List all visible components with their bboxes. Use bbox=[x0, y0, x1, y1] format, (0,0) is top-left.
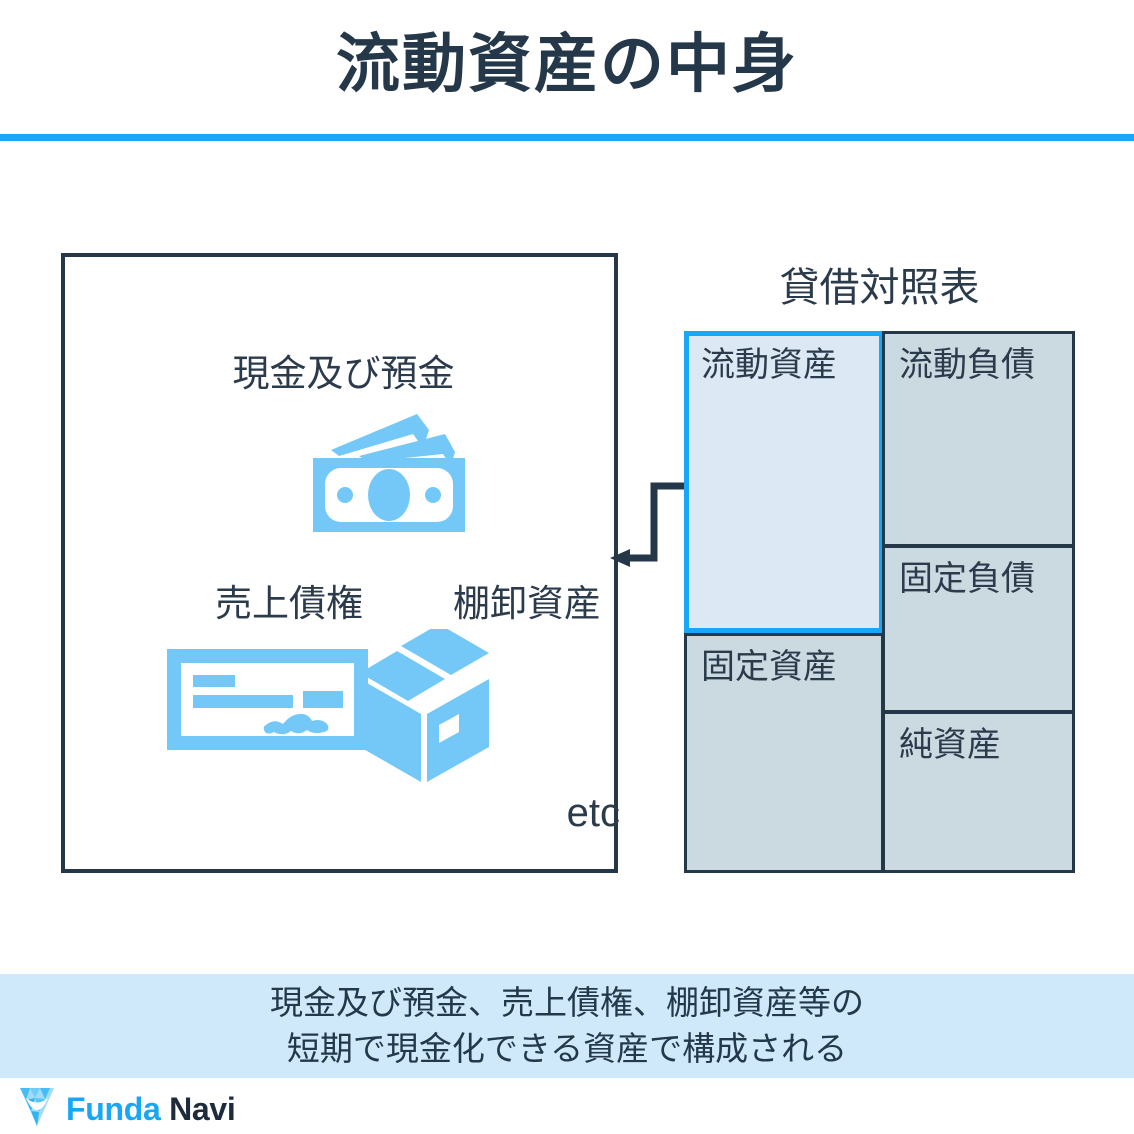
footer-line-2: 短期で現金化できる資産で構成される bbox=[286, 1030, 848, 1067]
brand-name-secondary: Navi bbox=[160, 1090, 236, 1127]
check-icon bbox=[165, 647, 370, 757]
package-box-icon bbox=[355, 624, 495, 794]
funda-diamond-icon bbox=[18, 1084, 56, 1133]
bs-cell-fixed-liabilities: 固定負債 bbox=[882, 545, 1075, 713]
current-assets-content-box: 現金及び預金 売上債権 棚卸資産 bbox=[61, 253, 620, 873]
brand-logo-text: Funda Navi bbox=[66, 1093, 236, 1125]
banknote-icon bbox=[305, 412, 485, 547]
balance-sheet-diagram: 流動資産 固定資産 流動負債 固定負債 純資産 bbox=[684, 331, 1075, 873]
left-arrow-icon bbox=[608, 470, 704, 580]
title-divider-rule bbox=[0, 134, 1134, 141]
item-label-inventory: 棚卸資産 bbox=[453, 583, 601, 624]
item-label-cash-and-deposits: 現金及び預金 bbox=[232, 353, 455, 394]
brand-name-primary: Funda bbox=[66, 1090, 161, 1127]
bs-cell-current-liabilities: 流動負債 bbox=[882, 331, 1075, 547]
etc-label: etc bbox=[566, 791, 620, 835]
balance-sheet-title: 貸借対照表 bbox=[779, 266, 980, 310]
footer-summary-band: 現金及び預金、売上債権、棚卸資産等の 短期で現金化できる資産で構成される bbox=[0, 974, 1134, 1078]
bs-cell-fixed-assets: 固定資産 bbox=[684, 633, 884, 873]
bs-cell-current-assets: 流動資産 bbox=[684, 331, 884, 633]
brand-logo: Funda Navi bbox=[18, 1084, 236, 1133]
bs-cell-net-assets: 純資産 bbox=[882, 711, 1075, 873]
item-label-accounts-receivable: 売上債権 bbox=[215, 583, 363, 624]
footer-line-1: 現金及び預金、売上債権、棚卸資産等の bbox=[270, 984, 864, 1022]
page-title: 流動資産の中身 bbox=[336, 28, 798, 100]
